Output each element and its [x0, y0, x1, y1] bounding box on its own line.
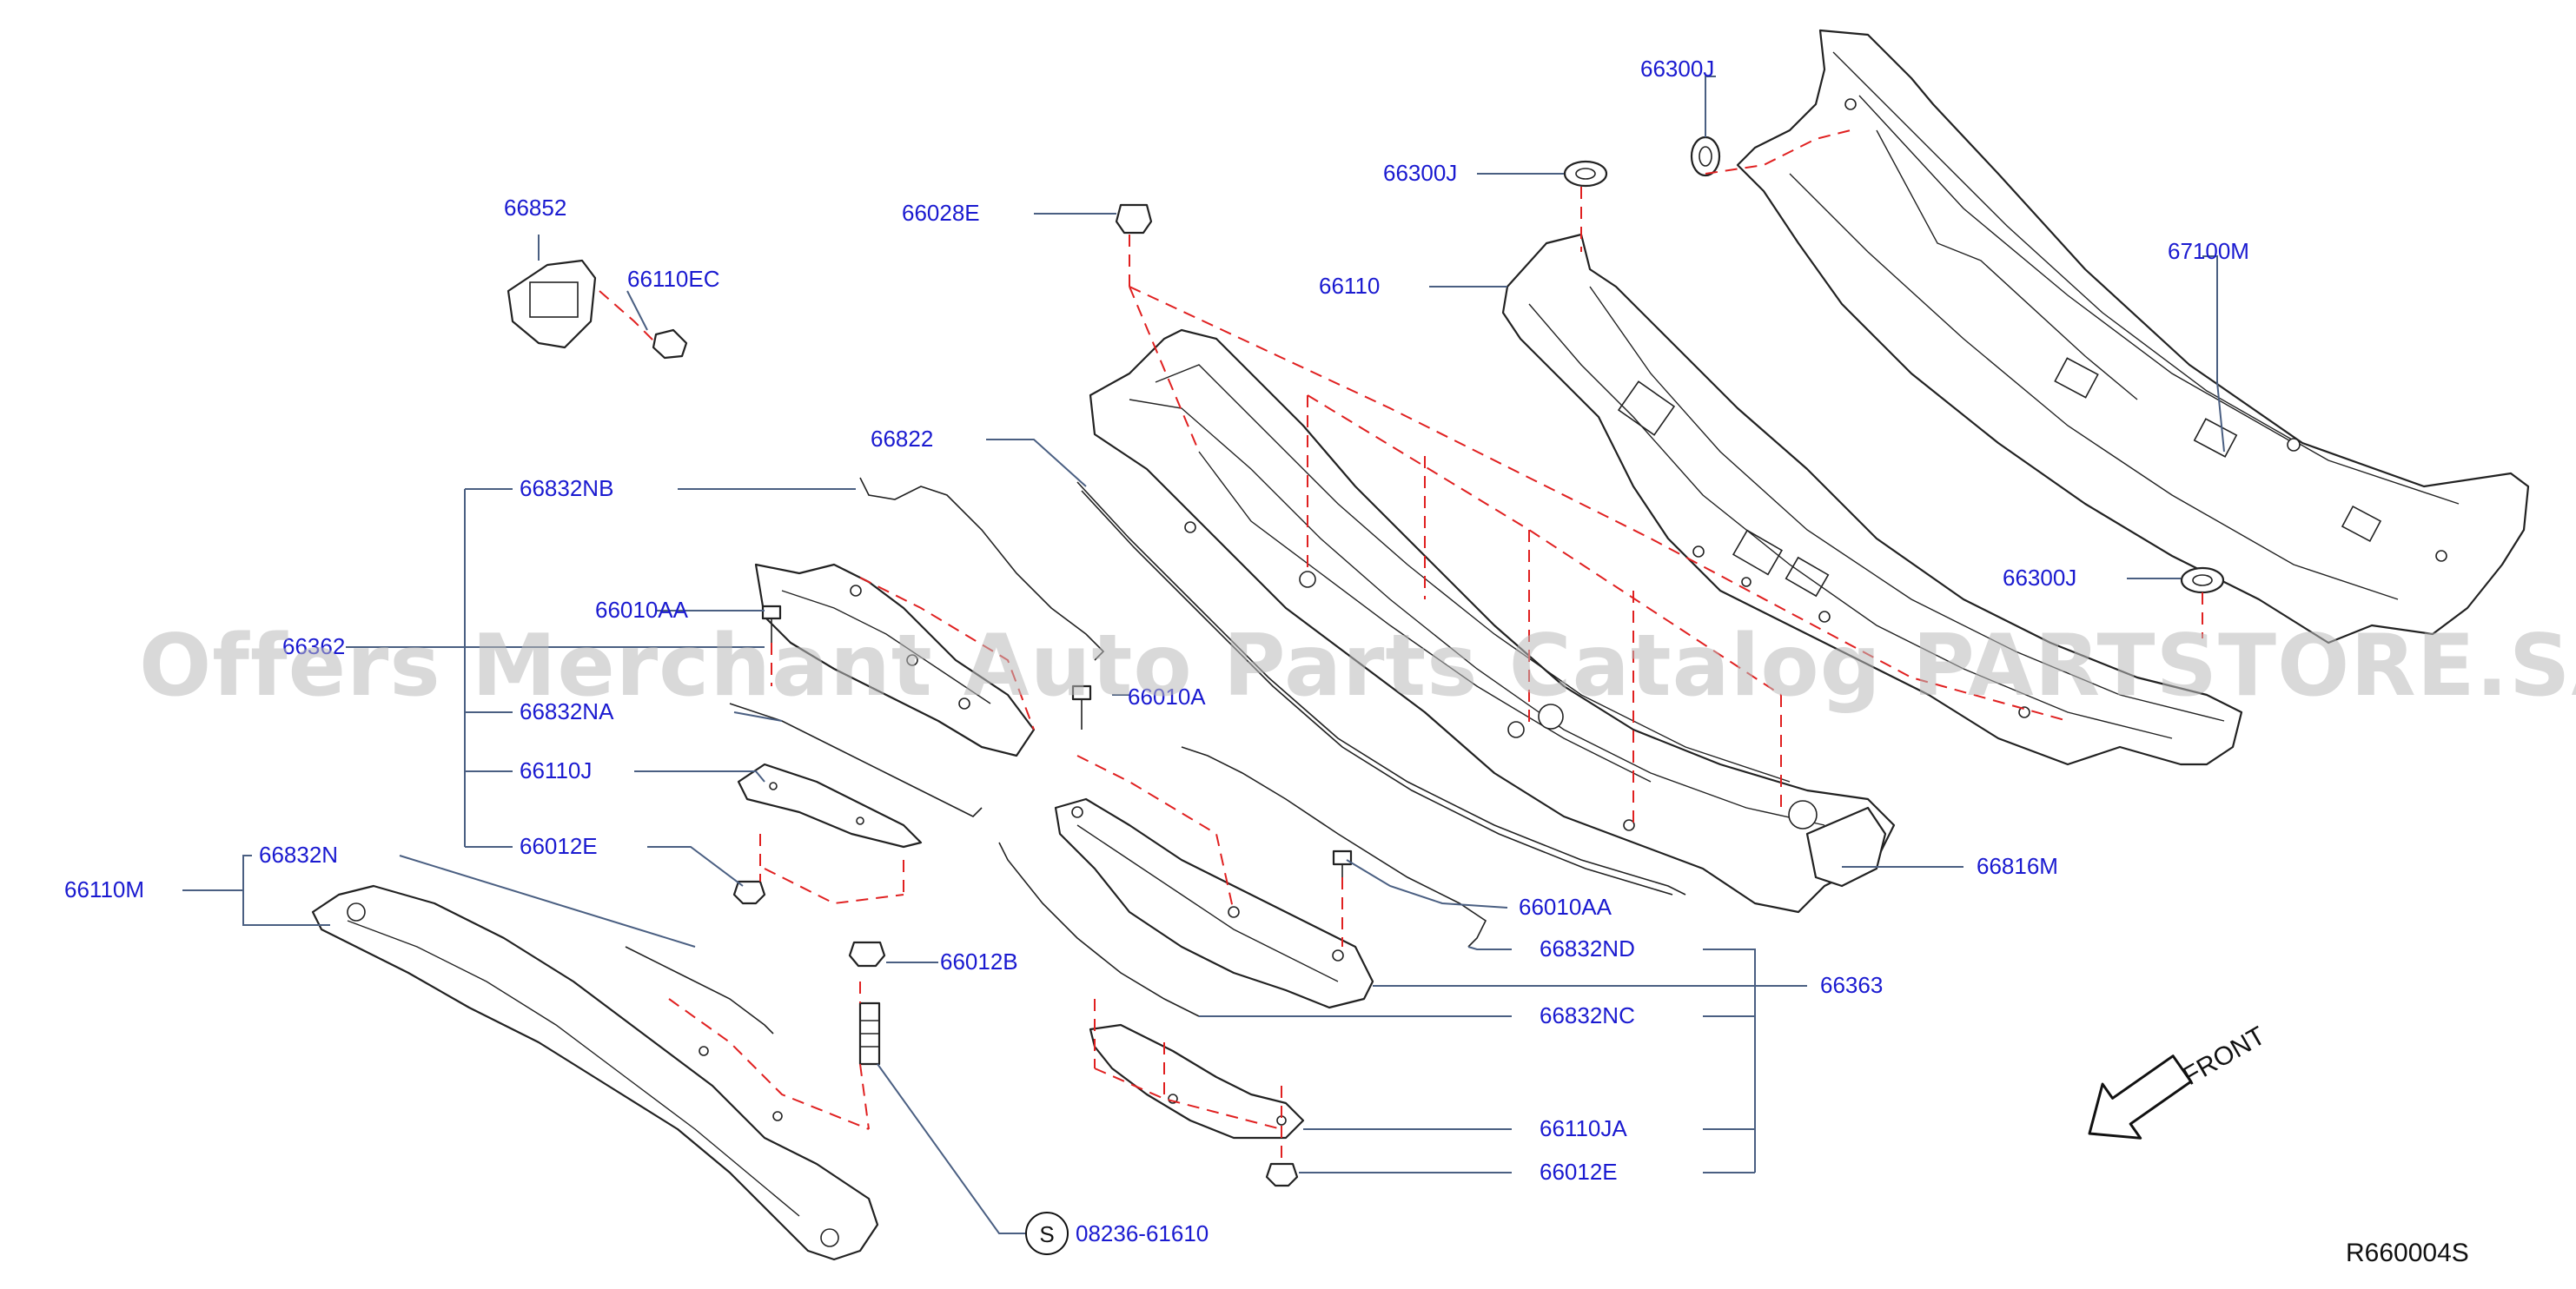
callout-66012e-left[interactable]: 66012E — [520, 833, 598, 859]
cowl-top-66816m — [1089, 328, 1896, 914]
callout-66832nc[interactable]: 66832NC — [1540, 1002, 1635, 1028]
bracket-66110j — [737, 763, 923, 849]
seal-66822 — [1076, 481, 1686, 896]
bracket-66852 — [507, 259, 597, 349]
callout-66010aa-right[interactable]: 66010AA — [1519, 894, 1612, 920]
bracket-66362 — [754, 563, 1036, 757]
callout-66852[interactable]: 66852 — [504, 195, 566, 221]
callout-66110[interactable]: 66110 — [1319, 273, 1380, 299]
callout-66012b[interactable]: 66012B — [940, 949, 1018, 975]
seal-66832nc — [998, 842, 1200, 1017]
nut-66012b — [848, 941, 886, 968]
diagram-reference-code: R660004S — [2346, 1239, 2469, 1267]
callout-66300j-top[interactable]: 66300J — [1640, 56, 1714, 82]
callout-66816m[interactable]: 66816M — [1977, 853, 2058, 879]
nut-66012e-right — [1265, 1162, 1299, 1187]
standard-part-letter: S — [1039, 1221, 1054, 1247]
callout-66300j-mid[interactable]: 66300J — [1383, 160, 1457, 186]
grommet-66300j-right — [2180, 566, 2225, 594]
callout-08236-61610[interactable]: 08236-61610 — [1076, 1220, 1209, 1246]
callout-66110ja[interactable]: 66110JA — [1540, 1115, 1627, 1141]
seal-66832nd — [1181, 746, 1487, 948]
grommet-66300j-top — [1690, 136, 1721, 177]
callout-66028e[interactable]: 66028E — [902, 200, 980, 226]
callout-67100m[interactable]: 67100M — [2168, 238, 2249, 264]
grommet-66300j-mid — [1563, 160, 1608, 188]
cowl-lower-66110m — [311, 884, 879, 1261]
seal-66832n — [625, 946, 774, 1035]
front-label: FRONT — [2178, 1021, 2270, 1091]
callout-labels: 66300J 66300J 66300J 66852 66110EC 66028… — [64, 56, 2249, 1246]
bracket-66110ja — [1089, 1023, 1305, 1140]
callout-66832na[interactable]: 66832NA — [520, 698, 614, 724]
clip-66110ec — [652, 328, 688, 360]
callout-66363[interactable]: 66363 — [1820, 972, 1883, 998]
callout-66110j[interactable]: 66110J — [520, 757, 592, 783]
bolt-66010aa-right — [1332, 849, 1353, 877]
callout-66110m[interactable]: 66110M — [64, 876, 144, 902]
callout-66300j-right[interactable]: 66300J — [2003, 565, 2076, 591]
stud-08236-61610 — [858, 1001, 881, 1066]
callout-66832n[interactable]: 66832N — [259, 842, 338, 868]
callout-66832nb[interactable]: 66832NB — [520, 475, 613, 501]
callout-66010aa-left[interactable]: 66010AA — [595, 597, 689, 623]
assembly-guides — [599, 129, 2203, 1164]
callout-66010a[interactable]: 66010A — [1128, 684, 1206, 710]
callout-66012e-right[interactable]: 66012E — [1540, 1159, 1618, 1185]
callout-66362[interactable]: 66362 — [282, 633, 345, 659]
cowl-top-upper-66110 — [1501, 233, 2243, 766]
callout-66822[interactable]: 66822 — [871, 426, 933, 452]
dash-panel-67100m — [1736, 29, 2530, 644]
bracket-66363 — [1054, 797, 1374, 1009]
leader-lines — [182, 76, 2225, 1234]
clip-66028e — [1115, 203, 1153, 235]
watermark-text: Offers Merchant Auto Parts Catalog PARTS… — [139, 617, 2576, 716]
standard-part-symbol: S — [1025, 1212, 1069, 1255]
screw-66010a — [1071, 684, 1092, 730]
nut-66012e-left — [732, 880, 766, 905]
front-arrow — [2088, 1054, 2193, 1140]
callout-66110ec[interactable]: 66110EC — [627, 266, 720, 292]
bolt-66010aa-left — [761, 605, 782, 643]
callout-66832nd[interactable]: 66832ND — [1540, 935, 1635, 962]
seal-66832nb — [859, 477, 1105, 661]
